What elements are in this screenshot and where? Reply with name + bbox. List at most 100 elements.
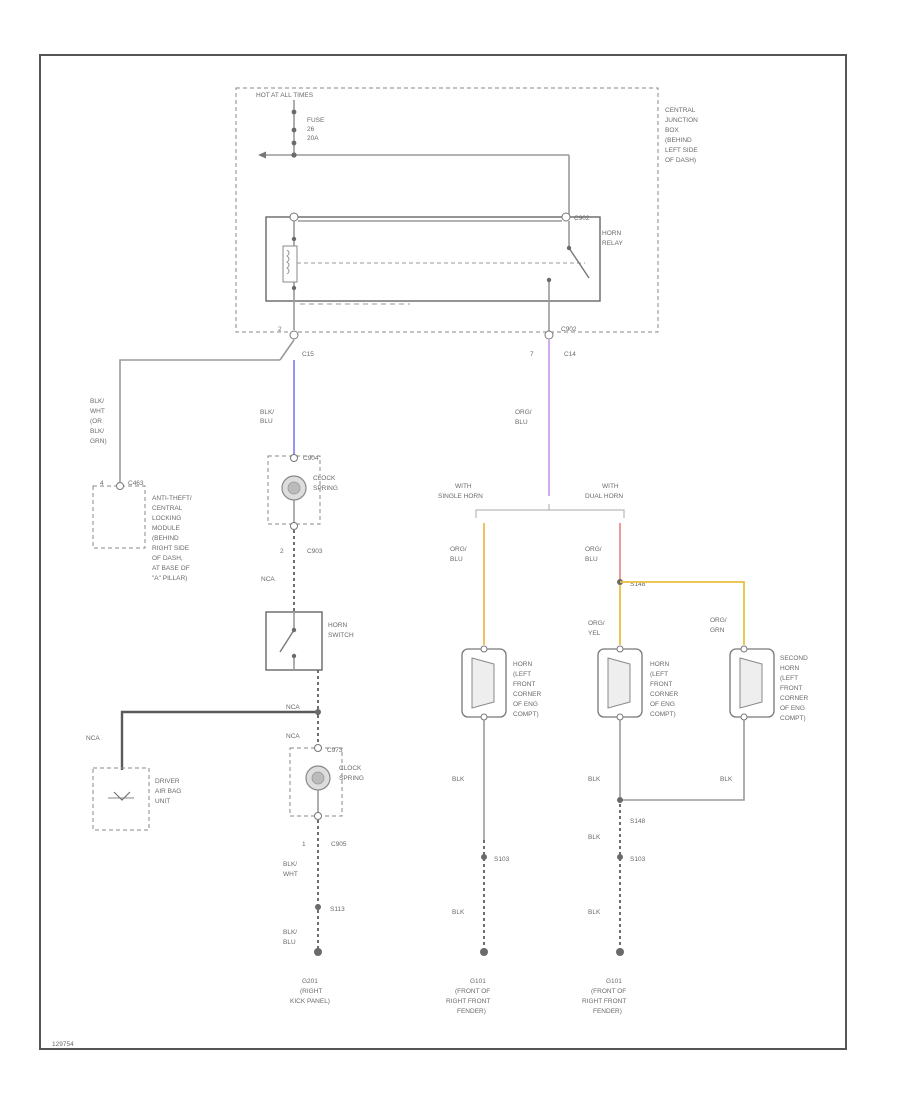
- module-wire-5: GRN): [90, 438, 107, 445]
- option-split-line: [475, 509, 625, 518]
- cjb-label-4: (BEHIND: [665, 137, 692, 144]
- wire-blk-blu-1: BLK/: [260, 409, 274, 416]
- fuse-label-3: 20A: [307, 135, 319, 142]
- wire-nca-4: NCA: [286, 733, 300, 740]
- wire-org-yel-1: ORG/: [588, 620, 605, 627]
- clock-spring-2-label-1: CLOCK: [339, 765, 362, 772]
- c903-terminal: [290, 522, 298, 530]
- module-label-2: CENTRAL: [152, 505, 183, 512]
- g201-label-3: KICK PANEL): [290, 998, 330, 1005]
- module-label-7: OF DASH,: [152, 555, 183, 562]
- horn-3-label-7: COMPT): [780, 715, 806, 722]
- c905-label: C905: [331, 841, 347, 848]
- horn-1-label-1: HORN: [513, 661, 532, 668]
- relay-coil-dot-bottom: [291, 285, 297, 291]
- driver-airbag-box: [92, 767, 150, 831]
- c15-terminal: [289, 330, 299, 340]
- single-wire-2: BLU: [450, 556, 463, 563]
- single-horn-label-2: SINGLE HORN: [438, 493, 483, 500]
- s148-label: S148: [630, 581, 646, 588]
- horn-3-terminal-bottom: [740, 713, 748, 721]
- c904-label: C904: [303, 455, 319, 462]
- relay-output-dot: [546, 277, 552, 283]
- s148-b-label: S148: [630, 818, 646, 825]
- g101-a-label-2: (FRONT OF: [455, 988, 490, 995]
- horn-3-label-2: HORN: [780, 665, 799, 672]
- clock-spring-2-label-2: SPRING: [339, 775, 364, 782]
- g201-label-1: G201: [302, 978, 318, 985]
- horn-1-label-5: OF ENG: [513, 701, 538, 708]
- cjb-label-5: LEFT SIDE: [665, 147, 698, 154]
- horn-relay-label-2: RELAY: [602, 240, 623, 247]
- cjb-label-2: JUNCTION: [665, 117, 698, 124]
- relay-coil-winding-icon: [286, 249, 290, 275]
- dual-wire-2: BLU: [585, 556, 598, 563]
- blk-6-label: BLK: [588, 909, 601, 916]
- horn-switch-contact-dot: [291, 653, 297, 659]
- horn-1-label-4: CORNER: [513, 691, 541, 698]
- horn-relay-label-1: HORN: [602, 230, 621, 237]
- s103-b-label: S103: [630, 856, 646, 863]
- c905-terminal: [314, 812, 322, 820]
- horn-2-label-4: CORNER: [650, 691, 678, 698]
- hot-at-all-times-label: HOT AT ALL TIMES: [256, 92, 314, 99]
- cjb-label-6: OF DASH): [665, 157, 696, 164]
- c902-right-terminal: [544, 330, 554, 340]
- horn-3-label-4: FRONT: [780, 685, 802, 692]
- horn-3-label-3: (LEFT: [780, 675, 798, 682]
- fuse-label-2: 26: [307, 126, 315, 133]
- c463-connector-label: C463: [128, 480, 144, 487]
- module-wire-4: BLK/: [90, 428, 104, 435]
- horn-2-label-5: OF ENG: [650, 701, 675, 708]
- module-label-1: ANTI-THEFT/: [152, 495, 192, 502]
- single-wire-1: ORG/: [450, 546, 467, 553]
- horn-1-terminal-bottom: [480, 713, 488, 721]
- blk-2-label: BLK: [588, 776, 601, 783]
- module-wire-split: [279, 339, 295, 361]
- c902-right-label: C902: [561, 326, 577, 333]
- module-label-6: RIGHT SIDE: [152, 545, 190, 552]
- relay-terminal-right: [561, 212, 571, 222]
- module-feed-wire: [119, 359, 280, 482]
- clock-spring-2-core: [311, 771, 325, 785]
- horn-3-label-5: CORNER: [780, 695, 808, 702]
- g101-b-ground-icon: [616, 948, 624, 956]
- g101-b-label-2: (FRONT OF: [591, 988, 626, 995]
- s113-splice-dot: [315, 904, 321, 910]
- relay-terminal-left: [289, 212, 299, 222]
- blk-5-label: BLK: [452, 909, 465, 916]
- horn-1-label-2: (LEFT: [513, 671, 531, 678]
- horn-switch-label-1: HORN: [328, 622, 347, 629]
- horn-2-label-1: HORN: [650, 661, 669, 668]
- horn-3-icon: [739, 657, 763, 709]
- module-wire-2: WHT: [90, 408, 105, 415]
- g101-a-label-3: RIGHT FRONT: [446, 998, 490, 1005]
- horn-2-label-3: FRONT: [650, 681, 672, 688]
- anti-theft-module-box: [92, 485, 146, 549]
- g201-label-2: (RIGHT: [300, 988, 322, 995]
- cjb-label-1: CENTRAL: [665, 107, 696, 114]
- horn-relay-box: [265, 216, 601, 302]
- airbag-label-2: AIR BAG: [155, 788, 181, 795]
- wire-org-yel-2: YEL: [588, 630, 601, 637]
- c463-terminal: [116, 482, 124, 490]
- wire-blk-blu-2: BLU: [260, 418, 273, 425]
- s113-label: S113: [330, 906, 345, 913]
- airbag-junction-dot: [315, 709, 321, 715]
- clock-spring-1-box: [267, 455, 321, 525]
- module-label-9: "A" PILLAR): [152, 575, 187, 582]
- wire-org-blu-1: ORG/: [515, 409, 532, 416]
- c973-label: C973: [327, 747, 343, 754]
- diagram-frame: [39, 54, 847, 1050]
- horn-3-ground-wire: [620, 720, 745, 801]
- fuse-terminal-mid: [291, 127, 297, 133]
- clock-spring-1-core: [287, 481, 301, 495]
- horn-1-label-6: COMPT): [513, 711, 539, 718]
- wire-blk-wht-1: BLK/: [283, 861, 297, 868]
- diagram-code: 129754: [52, 1041, 74, 1048]
- airbag-dark-wire: [120, 710, 318, 770]
- s103-a-dot: [481, 854, 487, 860]
- dual-wire-1: ORG/: [585, 546, 602, 553]
- central-junction-box-boundary: [235, 87, 659, 333]
- horn-1-terminal-top: [480, 645, 488, 653]
